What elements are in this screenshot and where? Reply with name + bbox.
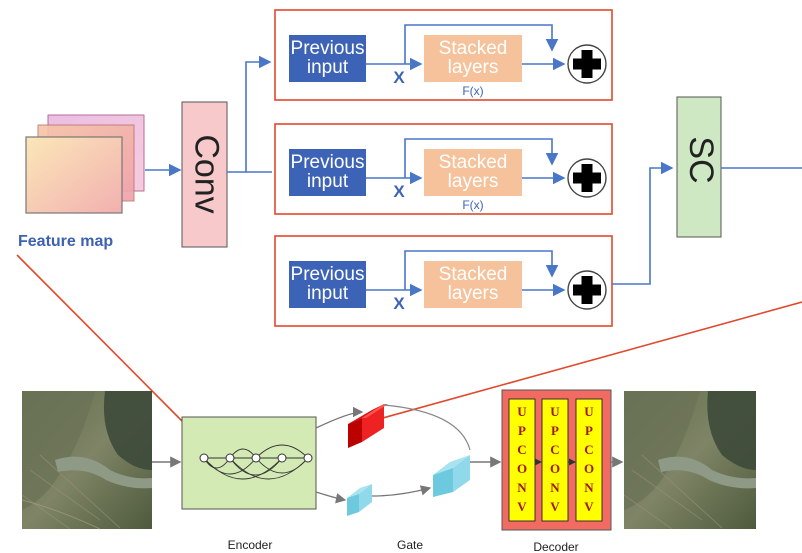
upconv-letter: P: [585, 423, 593, 438]
skip-connection-arrow: [404, 250, 559, 290]
upconv-box: [541, 398, 569, 522]
upconv-letter: P: [518, 423, 526, 438]
upconv-letter: V: [550, 499, 560, 514]
conv-label: Conv: [188, 134, 226, 213]
sum-plus-icon: [567, 270, 607, 310]
x-label: X: [393, 68, 405, 87]
stacked-layers-label: layers: [448, 57, 499, 78]
sum-plus-icon: [567, 44, 607, 84]
residual-blocks: PreviousinputStackedlayersXF(x)Previousi…: [274, 9, 613, 327]
arrow-conv-to-block-1: [227, 55, 272, 173]
cyan-cuboid-left: [347, 484, 372, 516]
x-label: X: [393, 294, 405, 313]
sc-block: [676, 96, 722, 238]
upconv-letter: V: [584, 499, 594, 514]
stacked-layers-box: [424, 149, 522, 196]
upconv-letter: N: [584, 480, 594, 495]
previous-input-label: input: [307, 283, 349, 304]
sum-plus-icon: [567, 158, 607, 198]
fx-label: F(x): [462, 198, 483, 212]
encoder-block: [181, 416, 317, 510]
upconv-letter: C: [517, 442, 526, 457]
stacked-layers-box: [424, 261, 522, 308]
arrow-block-3-to-sc: [612, 161, 674, 285]
stacked-layers-label: layers: [448, 283, 499, 304]
upconv-letter: U: [550, 404, 560, 419]
decoder-label: Decoder: [533, 540, 578, 553]
previous-input-box: [289, 149, 366, 196]
feature-map: [25, 114, 145, 214]
upconv-letter: U: [517, 404, 527, 419]
upconv-letter: N: [517, 480, 527, 495]
upconv-box: [575, 398, 603, 522]
arc-red-to-gate: [383, 404, 471, 451]
arrow-encoder-to-red-cuboid: [315, 406, 364, 429]
upconv-letter: O: [550, 461, 560, 476]
stacked-layers-label: Stacked: [439, 38, 508, 59]
gate-cuboid: [433, 455, 470, 497]
encoder-dense-graph: [199, 444, 313, 480]
previous-input-label: Previous: [291, 152, 365, 173]
previous-input-label: input: [307, 57, 349, 78]
previous-input-label: Previous: [291, 264, 365, 285]
sc-label: SC: [682, 136, 720, 183]
previous-input-label: Previous: [291, 38, 365, 59]
gate-label: Gate: [397, 538, 423, 552]
previous-input-box: [289, 261, 366, 308]
stacked-layers-label: layers: [448, 171, 499, 192]
upconv-letter: C: [584, 442, 593, 457]
skip-connection-arrow: [404, 24, 559, 64]
x-label: X: [393, 182, 405, 201]
red-cuboid: [348, 404, 388, 448]
zoom-line-left: [16, 254, 183, 422]
upconv-letter: O: [584, 461, 594, 476]
stacked-layers-box: [424, 35, 522, 82]
output-aerial-image: [623, 391, 756, 530]
arrow-encoder-to-cyan-cuboid: [315, 491, 347, 504]
fx-label: F(x): [462, 84, 483, 98]
arrow-cyan-to-gate-cuboid: [371, 485, 432, 497]
input-aerial-image: [21, 391, 152, 530]
upconv-letter: V: [517, 499, 527, 514]
encoder-label: Encoder: [228, 538, 273, 552]
previous-input-label: input: [307, 171, 349, 192]
stacked-layers-label: Stacked: [439, 152, 508, 173]
zoom-line-right: [371, 301, 802, 422]
conv-block: [181, 101, 228, 248]
upconv-letter: O: [517, 461, 527, 476]
upconv-letter: N: [550, 480, 560, 495]
upconv-letter: U: [584, 404, 594, 419]
stacked-layers-label: Stacked: [439, 264, 508, 285]
upconv-letter: C: [550, 442, 559, 457]
previous-input-box: [289, 35, 366, 82]
upconv-letter: P: [551, 423, 559, 438]
feature-map-label: Feature map: [18, 233, 113, 250]
skip-connection-arrow: [404, 138, 559, 178]
